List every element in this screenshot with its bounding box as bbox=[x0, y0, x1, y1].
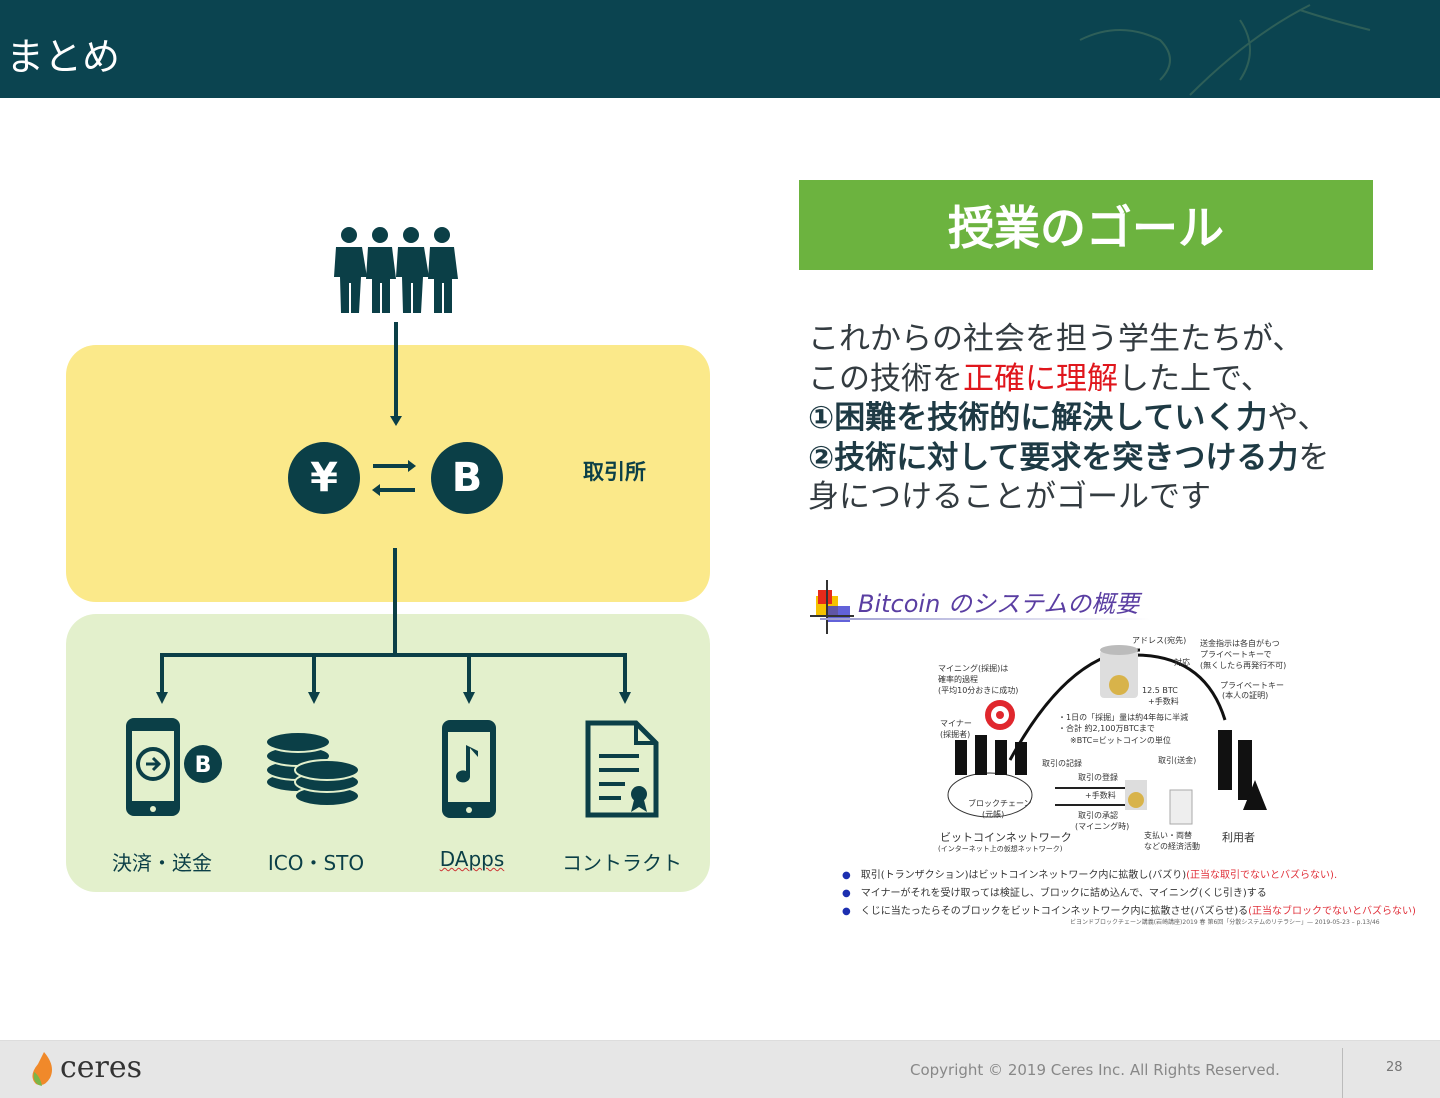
goal-line-4-end: を bbox=[1298, 439, 1330, 476]
label-unit: ※BTC=ビットコインの単位 bbox=[1070, 736, 1171, 745]
mobile-payment-icon: B bbox=[126, 718, 222, 816]
page-number: 28 bbox=[1386, 1060, 1403, 1075]
citation: ビヨンドブロックチェーン講義(岩崎講座)2019 春 第6回「分散システムのリテ… bbox=[1070, 919, 1380, 926]
title-bullet-cross-icon bbox=[810, 580, 854, 634]
bullet-text: くじに当たったらそのブロックをビットコインネットワーク内に拡散させ(バズらせ)る bbox=[860, 906, 1249, 917]
label-payment: 支払い・両替 bbox=[1144, 831, 1192, 840]
label-mining-2: 確率的過程 bbox=[938, 675, 978, 684]
footer-divider bbox=[1342, 1048, 1343, 1098]
flow-arrows bbox=[156, 322, 631, 704]
goal-banner: 授業のゴール bbox=[799, 180, 1373, 270]
label-key-note-3: (無くしたら再発行不可) bbox=[1200, 661, 1287, 670]
label-correspond: 対応 bbox=[1174, 658, 1190, 667]
ceres-flame-logo-icon bbox=[32, 1052, 52, 1086]
diagram-title-underline bbox=[820, 618, 1150, 620]
use-label-dapps: DApps bbox=[439, 847, 505, 871]
label-approve: 取引の承認 bbox=[1078, 811, 1118, 820]
exchange-label: 取引所 bbox=[583, 460, 646, 484]
label-private-key: プライベートキー bbox=[1220, 681, 1284, 690]
diagram-title: Bitcoin のシステムの概要 bbox=[858, 590, 1140, 618]
label-private-key-2: (本人の証明) bbox=[1222, 691, 1269, 700]
bitcoin-system-diagram: アドレス(宛先) 送金指示は各自がもつ プライベートキーで (無くしたら再発行不… bbox=[930, 630, 1290, 860]
label-total: ・合計 約2,100万BTCまで bbox=[1058, 724, 1155, 733]
bullet-note: (正当なブロックでないとバズらない) bbox=[1248, 906, 1416, 917]
diagram-graphics bbox=[947, 645, 1267, 825]
coin-stack-icon bbox=[265, 731, 360, 807]
bullet-item: ●くじに当たったらそのブロックをビットコインネットワーク内に拡散させ(バズらせ)… bbox=[842, 906, 1416, 917]
label-fee: +手数料 bbox=[1148, 697, 1179, 706]
label-miner-2: (採掘者) bbox=[940, 730, 971, 739]
goal-point-1: ①困難を技術的に解決していく力 bbox=[808, 400, 1268, 436]
exchange-area bbox=[66, 345, 710, 602]
bullet-item: ●マイナーがそれを受け取っては検証し、ブロックに詰め込んで、マイニング(くじ引き… bbox=[842, 888, 1267, 899]
goal-highlight: 正確に理解 bbox=[963, 360, 1118, 397]
ceres-logo-text: ceres bbox=[60, 1050, 143, 1085]
use-label-payment: 決済・送金 bbox=[112, 851, 212, 875]
label-payment-2: などの経済活動 bbox=[1144, 842, 1200, 851]
slide-title: まとめ bbox=[6, 35, 121, 79]
yen-coin-icon: ¥ bbox=[288, 442, 360, 514]
mobile-music-app-icon bbox=[442, 720, 496, 818]
label-reward: 12.5 BTC bbox=[1142, 686, 1178, 695]
label-ledger: (元帳) bbox=[982, 810, 1005, 819]
floral-decoration-icon bbox=[1079, 4, 1371, 96]
label-record: 取引の記録 bbox=[1042, 759, 1082, 768]
label-key-note-2: プライベートキーで bbox=[1200, 650, 1272, 659]
label-miner: マイナー bbox=[940, 719, 972, 728]
goal-text: これからの社会を担う学生たちが、 この技術を正確に理解した上で、 ①困難を技術的… bbox=[808, 320, 1329, 518]
contract-document-icon bbox=[585, 720, 659, 818]
bullet-text: マイナーがそれを受け取っては検証し、ブロックに詰め込んで、マイニング(くじ引き)… bbox=[860, 888, 1267, 899]
people-group-icon bbox=[334, 227, 458, 313]
goal-line-1: これからの社会を担う学生たちが、 bbox=[808, 321, 1304, 357]
bullet-note: (正当な取引でないとバズらない). bbox=[1186, 870, 1338, 881]
slide-header bbox=[0, 0, 1440, 98]
label-approve-2: (マイニング時) bbox=[1075, 822, 1130, 831]
label-users: 利用者 bbox=[1222, 831, 1255, 844]
goal-line-2: この技術を bbox=[808, 360, 963, 397]
bullet-text: 取引(トランザクション)はビットコインネットワーク内に拡散し(バズり) bbox=[860, 870, 1187, 881]
label-network: ビットコインネットワーク bbox=[940, 831, 1072, 844]
label-network-2: (インターネット上の仮想ネットワーク) bbox=[938, 845, 1063, 853]
label-blockchain: ブロックチェーン bbox=[968, 799, 1032, 808]
svg-text:B: B bbox=[195, 753, 212, 778]
use-label-ico-sto: ICO・STO bbox=[267, 851, 365, 875]
goal-line-5: 身につけることがゴールです bbox=[808, 479, 1211, 515]
goal-point-2: ②技術に対して要求を突きつける力 bbox=[808, 439, 1299, 476]
label-send: 取引(送金) bbox=[1158, 756, 1197, 765]
slide-footer bbox=[0, 1040, 1440, 1098]
label-register-fee: +手数料 bbox=[1085, 791, 1116, 800]
goal-line-2-end: した上で、 bbox=[1118, 360, 1272, 397]
label-key-note: 送金指示は各自がもつ bbox=[1200, 639, 1280, 648]
bitcoin-coin-icon: B bbox=[431, 442, 503, 514]
use-label-contract: コントラクト bbox=[562, 851, 682, 875]
label-address: アドレス(宛先) bbox=[1132, 636, 1187, 645]
label-halving: ・1日の「採掘」量は約4年毎に半減 bbox=[1058, 713, 1189, 722]
label-mining: マイニング(採掘)は bbox=[938, 664, 1009, 673]
copyright: Copyright © 2019 Ceres Inc. All Rights R… bbox=[910, 1061, 1280, 1079]
bullet-item: ●取引(トランザクション)はビットコインネットワーク内に拡散し(バズり)(正当な… bbox=[842, 870, 1338, 881]
goal-line-3-end: や、 bbox=[1267, 400, 1329, 436]
label-register: 取引の登録 bbox=[1078, 773, 1118, 782]
label-mining-3: (平均10分おきに成功) bbox=[938, 686, 1019, 695]
